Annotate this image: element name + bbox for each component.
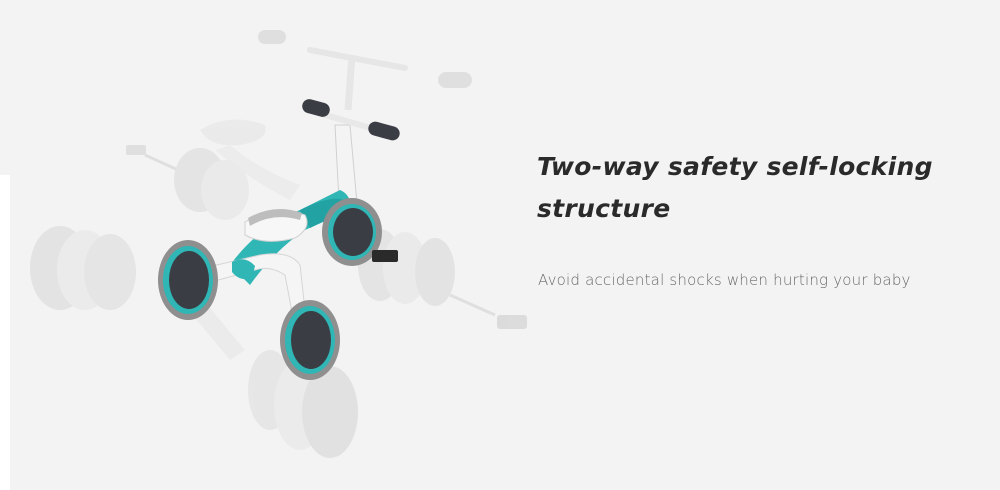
main-bike <box>158 99 400 380</box>
bike-exploded-view-image <box>30 30 527 458</box>
feature-title: Two-way safety self-locking structure <box>537 146 957 230</box>
feature-title-line2: structure <box>537 194 671 223</box>
faded-parts <box>30 30 527 458</box>
feature-title-line1: Two-way safety self-locking <box>537 152 933 181</box>
background-panel <box>0 175 10 490</box>
feature-subtitle: Avoid accidental shocks when hurting you… <box>538 271 911 289</box>
